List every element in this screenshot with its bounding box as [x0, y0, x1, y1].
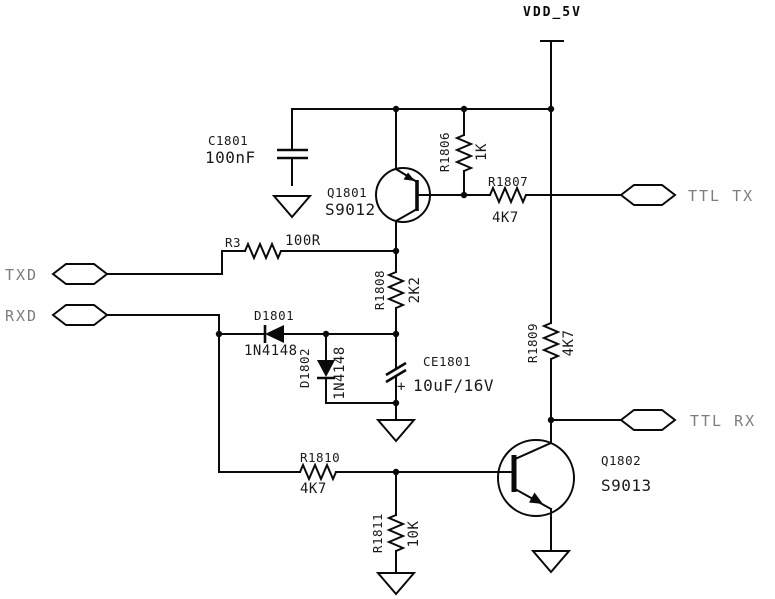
ttl-tx-connector [619, 184, 677, 206]
diode-d1802: D1802 1N4148 [297, 333, 397, 404]
port-ttl-tx: TTL TX [619, 184, 754, 206]
r1811-ref-label: R1811 [370, 513, 385, 553]
d1802-value-label: 1N4148 [332, 346, 348, 400]
r1806-zigzag [454, 134, 474, 172]
port-txd: TXD [5, 263, 109, 285]
q1802-ref-label: Q1802 [601, 453, 641, 468]
q1801-pnp-arrow [403, 172, 415, 181]
r3-ref-label: R3 [225, 235, 241, 250]
resistor-r1807: R1807 4K7 [463, 174, 622, 226]
r1810-value-label: 4K7 [300, 481, 327, 497]
rxd-connector [51, 304, 109, 326]
r1809-ref-label: R1809 [525, 323, 540, 363]
resistor-r1806: R1806 1K [437, 108, 490, 196]
ground-symbol-q1802 [530, 550, 572, 574]
port-ttl-rx: TTL RX [550, 409, 756, 431]
ce1801-polarity-plus: + [397, 379, 406, 395]
wire-rxd-vertical [106, 314, 220, 473]
r1807-ref-label: R1807 [488, 174, 528, 189]
junction-dot [392, 330, 400, 338]
transistor-q1801: Q1801 S9012 [325, 108, 465, 252]
junction-dot [460, 105, 468, 113]
port-rxd: RXD [5, 304, 220, 473]
r1810-ref-label: R1810 [300, 450, 340, 465]
ttl-rx-connector [619, 409, 677, 431]
junction-dot [322, 330, 330, 338]
d1802-lead-bottom [325, 377, 397, 404]
diode-d1801: D1801 1N4148 [218, 308, 397, 359]
c1801-value-label: 100nF [205, 148, 256, 167]
resistor-r1808: R1808 2K2 [372, 250, 423, 335]
r1809-value-label: 4K7 [561, 330, 577, 357]
q1802-body [497, 439, 575, 517]
q1801-value-label: S9012 [325, 200, 376, 219]
c1801-ref-label: C1801 [208, 133, 248, 148]
resistor-r3: R3 100R [106, 233, 397, 275]
junction-dot [215, 330, 223, 338]
junction-dot [392, 468, 400, 476]
q1801-collector-diag [394, 207, 419, 223]
junction-dot [392, 105, 400, 113]
d1801-value-label: 1N4148 [244, 343, 298, 359]
d1801-triangle [265, 325, 284, 343]
vdd-power-symbol: VDD_5V [523, 5, 582, 324]
txd-connector [51, 263, 109, 285]
ce1801-value-label: 10uF/16V [413, 376, 494, 395]
r1808-value-label: 2K2 [407, 277, 423, 304]
junction-dot [392, 399, 400, 407]
ce1801-ref-label: CE1801 [423, 354, 471, 369]
ground-symbol-c1801 [271, 195, 313, 219]
ttl-tx-label: TTL TX [688, 187, 754, 205]
r1808-zigzag [386, 271, 406, 309]
ttl-rx-label: TTL RX [690, 412, 756, 430]
d1802-triangle [317, 360, 335, 377]
r1806-ref-label: R1806 [437, 132, 452, 172]
q1802-value-label: S9013 [601, 476, 652, 495]
q1802-collector-diag [513, 441, 553, 461]
junction-dot [547, 416, 555, 424]
capacitor-ce1801: + CE1801 10uF/16V [375, 333, 494, 443]
ground-symbol-ce1801 [375, 419, 417, 443]
d1802-ref-label: D1802 [297, 348, 312, 388]
q1802-npn-arrow [529, 492, 543, 504]
r1811-zigzag [386, 514, 406, 552]
r1810-zigzag [299, 462, 337, 482]
r1807-value-label: 4K7 [492, 210, 519, 226]
r1806-value-label: 1K [474, 143, 490, 161]
capacitor-c1801: C1801 100nF [205, 108, 313, 219]
txd-label: TXD [5, 266, 38, 284]
d1801-ref-label: D1801 [254, 308, 294, 323]
transistor-q1802: Q1802 S9013 [497, 439, 652, 574]
vdd-label: VDD_5V [523, 5, 582, 20]
junction-dot [547, 105, 555, 113]
r1808-ref-label: R1808 [372, 270, 387, 310]
junction-dots [215, 105, 555, 476]
q1801-ref-label: Q1801 [327, 185, 367, 200]
wire-txd-to-r3 [106, 250, 246, 275]
r1807-zigzag [489, 185, 527, 205]
junction-dot [392, 247, 400, 255]
resistor-r1811: R1811 10K [370, 471, 422, 596]
r3-zigzag [244, 241, 282, 261]
ground-symbol-r1811 [375, 572, 417, 596]
junction-dot [460, 191, 468, 199]
resistor-r1810: R1810 4K7 [218, 450, 514, 497]
resistor-r1809: R1809 4K7 [525, 322, 577, 444]
r1809-zigzag [541, 322, 561, 360]
r3-value-label: 100R [285, 233, 321, 249]
r1811-value-label: 10K [406, 521, 422, 548]
rxd-label: RXD [5, 307, 38, 325]
ce1801-plate-top [385, 361, 407, 377]
